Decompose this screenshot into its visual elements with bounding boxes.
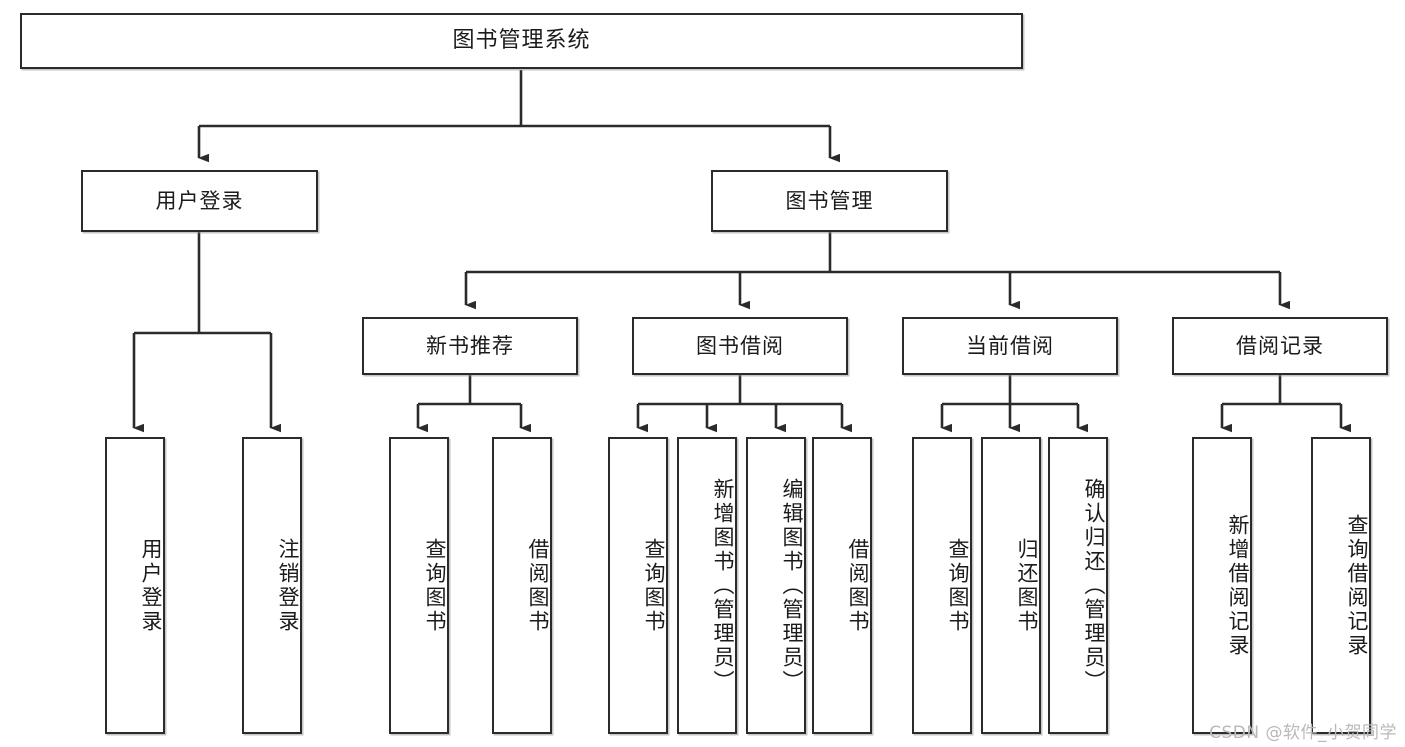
node-book-manage[interactable]: 图书管理 <box>711 170 948 232</box>
node-book-borrow[interactable]: 图书借阅 <box>632 317 848 375</box>
node-label: 确认归还（管理员） <box>1082 477 1106 694</box>
node-label: 借阅图书 <box>526 537 550 634</box>
leaf-query-book-from-borrow[interactable]: 查询图书 <box>608 437 668 734</box>
node-label: 图书管理系统 <box>452 28 591 54</box>
node-label: 用户登录 <box>155 188 244 213</box>
node-label: 查询图书 <box>423 537 447 634</box>
node-label: 查询图书 <box>642 537 666 634</box>
leaf-borrow-book-from-recommend[interactable]: 借阅图书 <box>492 437 552 734</box>
node-new-book-recommend[interactable]: 新书推荐 <box>362 317 578 375</box>
node-label: 查询图书 <box>946 537 970 634</box>
node-label: 当前借阅 <box>966 333 1054 358</box>
leaf-return-book[interactable]: 归还图书 <box>981 437 1041 734</box>
node-borrow-record[interactable]: 借阅记录 <box>1172 317 1388 375</box>
leaf-borrow-book-from-borrow[interactable]: 借阅图书 <box>812 437 872 734</box>
leaf-query-borrow-record[interactable]: 查询借阅记录 <box>1311 437 1371 734</box>
node-label: 借阅记录 <box>1236 333 1324 358</box>
node-label: 新增图书（管理员） <box>711 477 735 694</box>
node-label: 图书管理 <box>785 188 874 213</box>
node-label: 借阅图书 <box>846 537 870 634</box>
leaf-add-borrow-record[interactable]: 新增借阅记录 <box>1192 437 1252 734</box>
node-root-system[interactable]: 图书管理系统 <box>20 13 1023 69</box>
node-current-borrow[interactable]: 当前借阅 <box>902 317 1118 375</box>
node-user-login[interactable]: 用户登录 <box>81 170 318 232</box>
node-label: 注销登录 <box>276 537 300 634</box>
leaf-query-book-from-current[interactable]: 查询图书 <box>912 437 972 734</box>
node-label: 新增借阅记录 <box>1226 513 1250 658</box>
node-label: 编辑图书（管理员） <box>780 477 804 694</box>
leaf-logout[interactable]: 注销登录 <box>242 437 302 734</box>
watermark-text: CSDN @软件_小贺同学 <box>1209 723 1397 743</box>
node-label: 新书推荐 <box>426 333 514 358</box>
leaf-query-book-from-recommend[interactable]: 查询图书 <box>389 437 449 734</box>
leaf-add-book-admin[interactable]: 新增图书（管理员） <box>677 437 737 734</box>
leaf-confirm-return-admin[interactable]: 确认归还（管理员） <box>1048 437 1108 734</box>
node-label: 用户登录 <box>139 537 163 634</box>
node-label: 查询借阅记录 <box>1345 513 1369 658</box>
node-label: 图书借阅 <box>696 333 784 358</box>
leaf-user-login[interactable]: 用户登录 <box>105 437 165 734</box>
leaf-edit-book-admin[interactable]: 编辑图书（管理员） <box>746 437 806 734</box>
node-label: 归还图书 <box>1015 537 1039 634</box>
